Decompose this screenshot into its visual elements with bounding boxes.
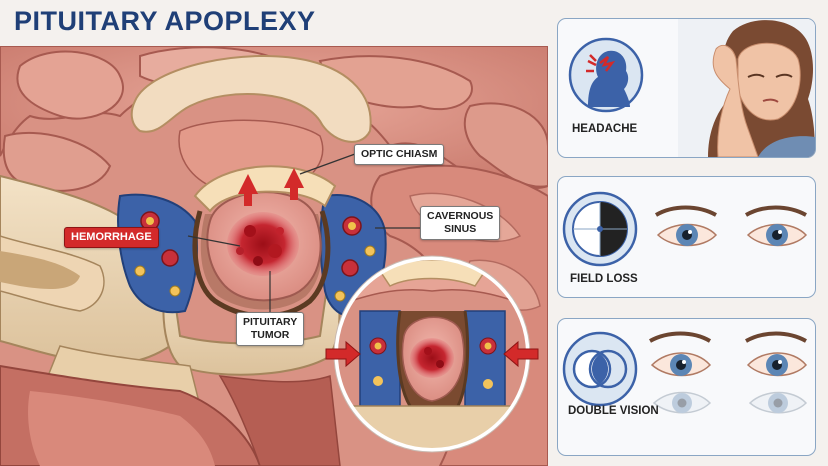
zoom-inset [325,255,539,453]
pituitary-tumor-graphic [206,191,322,302]
label-pituitary-tumor-line2: TUMOR [250,329,290,341]
label-cavernous-sinus: CAVERNOUS SINUS [420,206,501,240]
symptom-panel-field-loss: FIELD LOSS [557,176,816,298]
corpus-callosum [130,55,372,143]
label-pituitary-tumor: PITUITARY TUMOR [236,312,305,346]
anatomy-svg [0,46,548,466]
eyes-double-vision [649,331,808,414]
headache-person [678,19,815,157]
symptom-label-double-vision: DOUBLE VISION [568,405,659,417]
cavernous-sinus-left [117,193,198,314]
headache-art [568,19,815,157]
label-hemorrhage: HEMORRHAGE [64,227,159,248]
label-pituitary-tumor-line1: PITUITARY [243,316,298,328]
page-title: PITUITARY APOPLEXY [14,6,316,36]
hemorrhage-graphic [227,212,299,276]
symptom-label-headache: HEADACHE [572,123,638,135]
field-loss-art [562,191,808,267]
optic-chiasm-graphic [193,165,337,213]
leader-lines [187,153,420,314]
compression-arrows-up [238,168,304,206]
label-cavernous-sinus-line2: SINUS [444,223,477,235]
symptom-label-field-loss: FIELD LOSS [570,273,638,285]
symptom-panel-double-vision: DOUBLE VISION [557,318,816,456]
symptom-panel-headache: HEADACHE [557,18,816,158]
label-cavernous-sinus-line1: CAVERNOUS [427,210,494,222]
anatomy-illustration: OPTIC CHIASM CAVERNOUS SINUS HEMORRHAGE … [0,46,548,466]
double-vision-art [562,331,808,414]
label-optic-chiasm: OPTIC CHIASM [354,144,445,165]
eyes-field-loss [654,205,808,247]
